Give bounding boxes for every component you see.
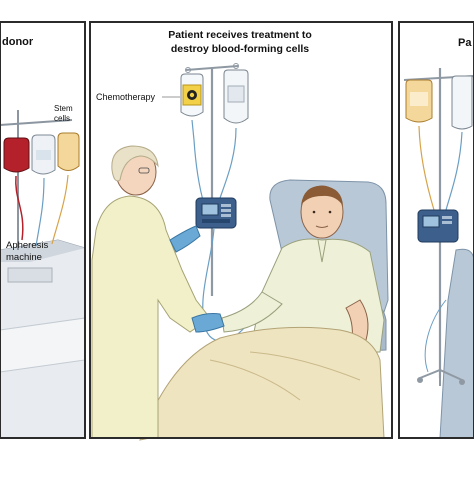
patient-hair — [301, 185, 343, 206]
iv-hook-left — [185, 67, 191, 73]
patient-gown — [249, 238, 385, 353]
right-stem-tube — [418, 125, 435, 211]
right-pole-base — [419, 368, 463, 386]
left-panel-frame — [0, 21, 86, 439]
left-panel — [0, 22, 86, 439]
stem-cell-bag-2 — [57, 132, 80, 171]
center-title-line2: destroy blood-forming cells — [171, 43, 309, 55]
patient-arm — [221, 291, 283, 333]
right-panel-title: Pa — [458, 37, 472, 49]
stem-cells-label-line1: Stem — [54, 104, 73, 113]
nurse-coat — [91, 195, 211, 439]
apheresis-panel — [7, 267, 53, 283]
infusion-pump-screen — [201, 203, 219, 216]
pump-keypad — [202, 219, 230, 223]
chemotherapy-label: Chemotherapy — [96, 92, 156, 102]
stem-cells-label: Stem cells — [54, 104, 75, 123]
iv-pole-hanger — [185, 65, 239, 71]
apheresis-label-line1: Apheresis — [6, 240, 48, 251]
patient-eye-right — [328, 210, 332, 214]
nurse-glove-upper — [169, 225, 201, 253]
left-panel-title: donor — [2, 36, 34, 48]
stem-tube-2 — [51, 174, 69, 245]
center-title-line1: Patient receives treatment to — [168, 29, 312, 41]
right-pump-screen — [422, 215, 440, 228]
blanket-fold-1 — [209, 359, 301, 401]
stem-tube-1 — [35, 177, 45, 247]
right-panel-frame — [398, 21, 474, 439]
right-saline-bag — [451, 75, 473, 130]
blanket — [139, 326, 385, 441]
nurse-glove-lower — [191, 313, 225, 333]
nurse-hair — [111, 145, 159, 182]
pump-button-3 — [221, 214, 231, 217]
right-iv-line — [424, 299, 447, 373]
patient-mouth — [315, 225, 329, 228]
iv-hook-right — [233, 63, 239, 69]
apheresis-machine-top — [0, 240, 85, 262]
left-iv-hanger — [0, 119, 73, 126]
right-pump-button-1 — [442, 216, 452, 219]
center-panel-frame — [89, 21, 393, 439]
gown-collar — [317, 239, 327, 263]
center-panel — [90, 22, 392, 441]
biohazard-icon-center — [189, 92, 195, 98]
pump-button-1 — [221, 204, 231, 207]
blood-bag — [3, 137, 30, 173]
right-pump-button-2 — [442, 221, 452, 224]
blood-tube — [15, 175, 24, 241]
right-stem-bag-label — [410, 92, 428, 106]
blanket-fold-2 — [249, 351, 361, 381]
right-pole-wheel-2 — [459, 379, 465, 385]
right-saline-tube — [445, 131, 463, 211]
nurse-glasses — [138, 167, 150, 174]
pump-button-2 — [221, 209, 231, 212]
stem-cell-bag-1-label — [36, 150, 51, 160]
saline-bag-label — [227, 85, 245, 103]
apheresis-label-line2: machine — [6, 252, 42, 263]
apheresis-label: Apheresis machine — [6, 240, 51, 263]
right-panel — [399, 22, 474, 439]
patient-eye-left — [312, 210, 316, 214]
right-pole-wheel-1 — [417, 377, 423, 383]
stem-cells-label-line2: cells — [54, 114, 70, 123]
